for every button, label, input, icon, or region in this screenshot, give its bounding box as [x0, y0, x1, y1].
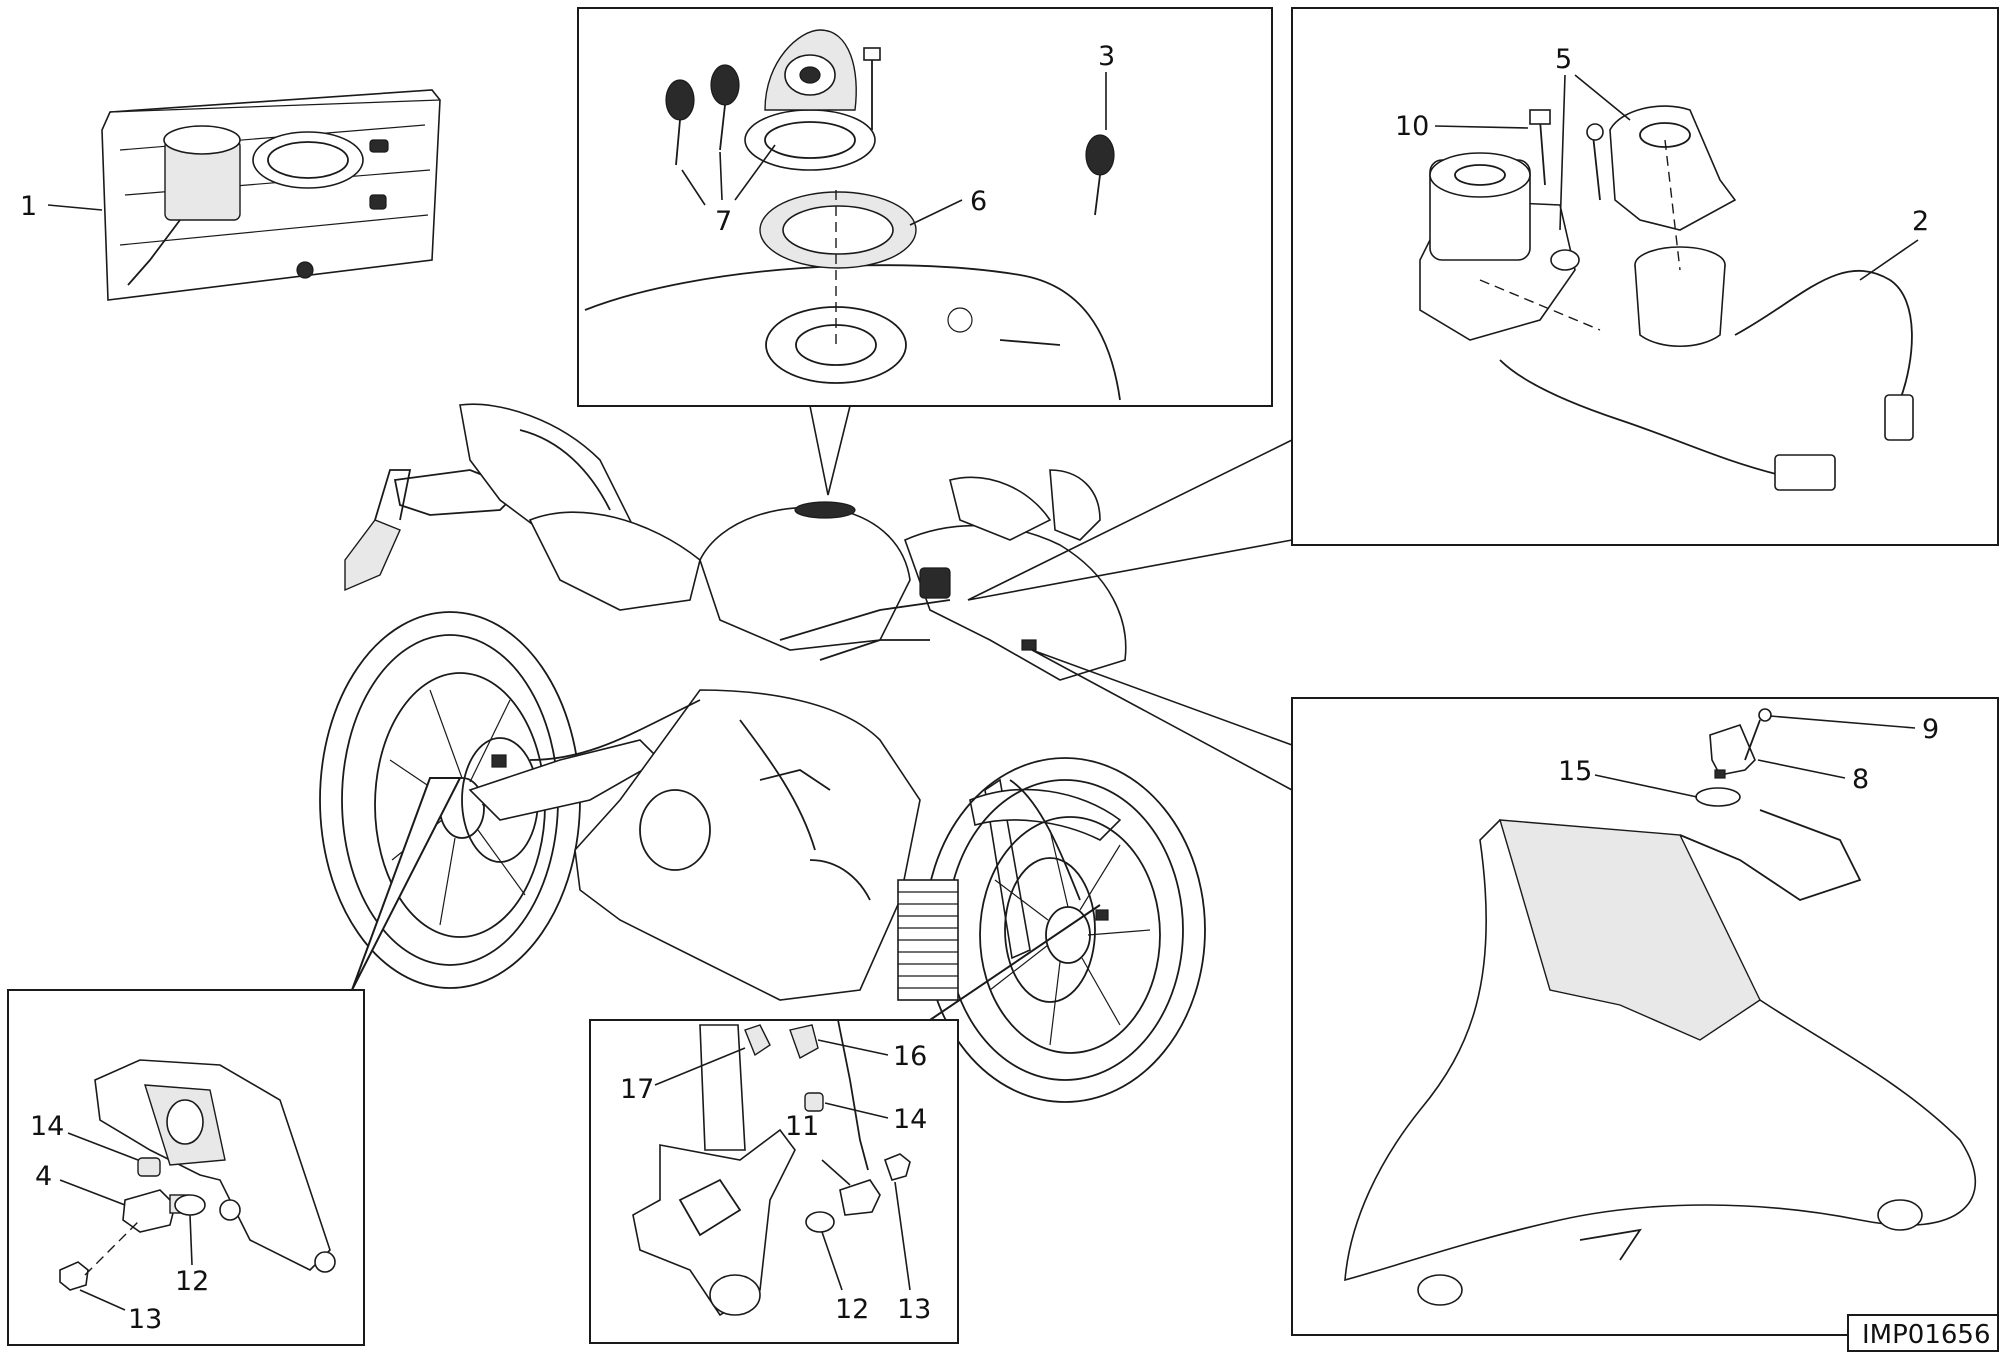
drawing-code-box	[1847, 1314, 1999, 1352]
antenna-sensor	[1709, 724, 1756, 779]
callout-13-front: 13	[897, 1294, 931, 1325]
radiator-grille	[897, 879, 959, 1001]
panel-front-sensor	[589, 904, 1101, 1344]
callout-9: 9	[1922, 714, 1939, 745]
callout-14-rear: 14	[30, 1111, 64, 1142]
filler-cap	[744, 29, 876, 171]
callout-17: 17	[620, 1074, 654, 1105]
panel-rear-sensor	[7, 777, 462, 1346]
callout-4: 4	[35, 1161, 52, 1192]
callout-14-front: 14	[893, 1104, 927, 1135]
callout-5: 5	[1555, 44, 1572, 75]
callout-15: 15	[1558, 756, 1592, 787]
panel-ignition-switch	[1291, 7, 1999, 546]
callout-10: 10	[1395, 111, 1429, 142]
callout-16: 16	[893, 1041, 927, 1072]
callout-13-rear: 13	[128, 1304, 162, 1335]
spare-key	[1085, 134, 1115, 216]
panel-antenna	[1291, 697, 1999, 1336]
callout-6: 6	[970, 186, 987, 217]
motorcycle-illustration	[319, 403, 1206, 1103]
callout-2: 2	[1912, 206, 1929, 237]
callout-1: 1	[20, 191, 37, 222]
panel-tank-cap	[577, 7, 1273, 407]
callout-7: 7	[715, 206, 732, 237]
drawing-code: IMP01656	[1862, 1320, 1991, 1350]
panel-lock-set	[101, 89, 441, 301]
callout-11: 11	[785, 1111, 819, 1142]
callout-12-rear: 12	[175, 1266, 209, 1297]
callout-12-front: 12	[835, 1294, 869, 1325]
callout-8: 8	[1852, 764, 1869, 795]
tank-seal	[759, 191, 917, 269]
callout-3: 3	[1098, 41, 1115, 72]
keys-pair	[665, 64, 740, 166]
